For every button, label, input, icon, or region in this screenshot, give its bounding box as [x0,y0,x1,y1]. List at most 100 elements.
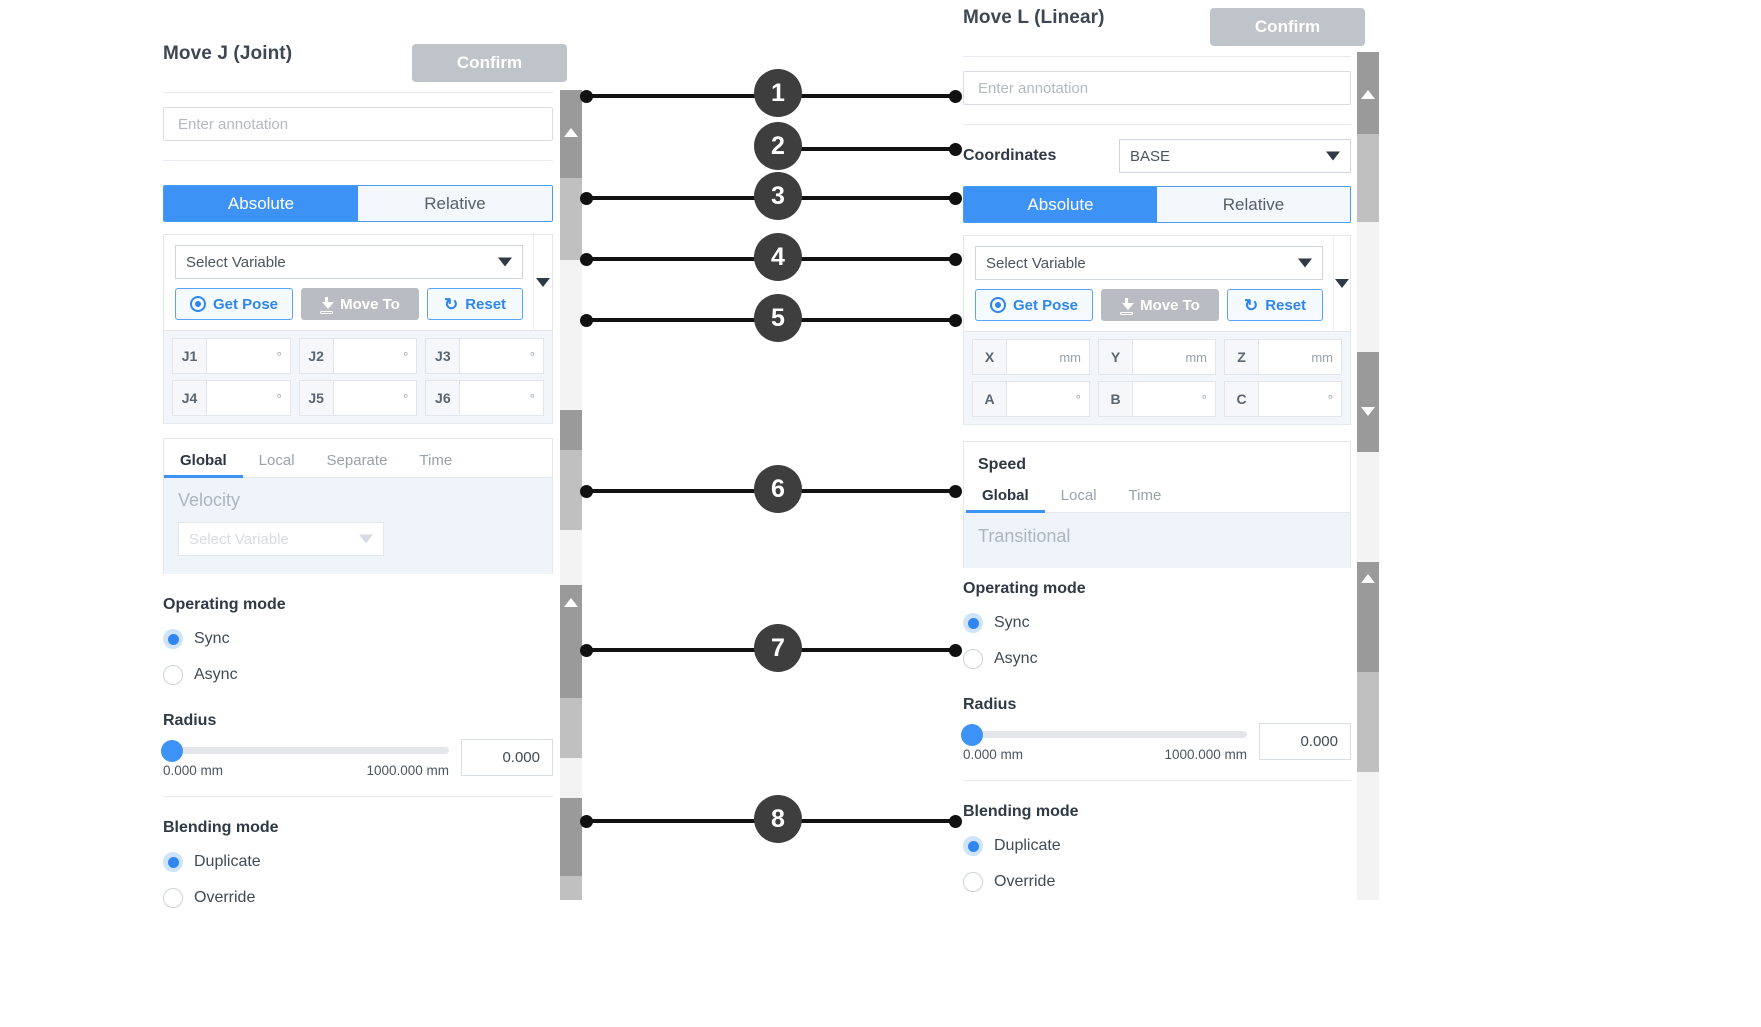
joint-field-j6[interactable]: J6 ° [425,380,544,416]
callout-dot-right-5 [949,314,962,327]
radio-override[interactable]: Override [963,872,1351,892]
scrollbar-track-middle[interactable] [560,450,582,530]
joint-field-j5[interactable]: J5 ° [298,380,418,416]
move-l-move-to-button[interactable]: Move To [1101,289,1219,321]
field-label: J2 [299,339,334,373]
tab-absolute[interactable]: Absolute [164,186,358,221]
scroll-down-arrow-icon[interactable] [1361,407,1375,416]
move-j-speed-tabs[interactable]: Global Local Separate Time [164,439,552,478]
scrollbar-thumb-upper[interactable] [560,90,582,178]
move-l-get-pose-button[interactable]: Get Pose [975,289,1093,321]
pose-field-a[interactable]: A ° [972,381,1090,417]
pose-field-c[interactable]: C ° [1224,381,1342,417]
download-icon [320,297,335,314]
chevron-down-icon [498,257,512,267]
move-l-radius-group: Radius 0.000 mm 1000.000 mm 0.000 [961,696,1351,762]
tab-time[interactable]: Time [1128,487,1162,504]
move-l-operating-mode-group: Operating mode Sync Async [963,580,1351,669]
velocity-select-value: Select Variable [189,530,289,548]
move-j-mode-segmented[interactable]: Absolute Relative [163,185,553,222]
move-j-variable-select[interactable]: Select Variable [175,245,523,279]
divider [163,796,553,797]
scrollbar-thumb-middle[interactable] [1357,352,1379,452]
tab-global[interactable]: Global [164,452,243,478]
pose-field-y[interactable]: Y mm [1098,339,1216,375]
callout-line-left-5 [586,318,761,322]
scrollbar-thumb-lower[interactable] [560,585,582,698]
radio-duplicate[interactable]: Duplicate [163,852,553,872]
radius-value-input[interactable]: 0.000 [1259,723,1351,760]
move-l-speed-tabs[interactable]: Global Local Time [964,474,1350,513]
move-l-confirm-button[interactable]: Confirm [1210,8,1365,46]
pose-field-b[interactable]: B ° [1098,381,1216,417]
move-j-annotation-input[interactable]: Enter annotation [163,107,553,141]
move-l-annotation-input[interactable]: Enter annotation [963,71,1351,105]
tab-relative[interactable]: Relative [358,186,552,221]
move-l-expand-toggle[interactable] [1333,236,1350,331]
move-l-variable-select[interactable]: Select Variable [975,246,1323,280]
move-l-header: Move L (Linear) Confirm [963,0,1365,46]
radio-async[interactable]: Async [963,649,1351,669]
callout-dot-right-7 [949,644,962,657]
joint-field-j4[interactable]: J4 ° [172,380,291,416]
radio-override[interactable]: Override [163,888,553,908]
move-j-confirm-button[interactable]: Confirm [412,44,567,82]
tab-relative[interactable]: Relative [1157,187,1350,222]
coordinates-select[interactable]: BASE [1119,139,1351,173]
radio-async[interactable]: Async [163,665,553,685]
slider-handle[interactable] [161,739,183,762]
tab-time[interactable]: Time [419,452,453,469]
move-j-panel: Move J (Joint) Confirm Enter annotation … [161,30,567,930]
radio-label: Sync [194,630,230,647]
scrollbar-track-upper[interactable] [1357,134,1379,222]
scroll-up-arrow-icon[interactable] [564,598,578,607]
scrollbar-gap [1357,452,1379,562]
scrollbar-thumb-lower[interactable] [1357,562,1379,672]
scrollbar-thumb-middle[interactable] [560,410,582,450]
move-l-panel: Move L (Linear) Confirm Enter annotation… [961,0,1365,914]
scroll-up-arrow-icon[interactable] [564,128,578,137]
scrollbar-track-lower[interactable] [560,698,582,758]
scroll-up-arrow-icon[interactable] [1361,90,1375,99]
scroll-up-arrow-icon[interactable] [1361,574,1375,583]
move-l-reset-button[interactable]: ↻ Reset [1227,289,1323,321]
field-label: J5 [299,381,334,415]
move-j-reset-button[interactable]: ↻ Reset [427,288,523,320]
scrollbar-track-bottom[interactable] [560,876,582,900]
joint-field-j2[interactable]: J2 ° [298,338,418,374]
scrollbar-track-lower[interactable] [1357,672,1379,772]
get-pose-label: Get Pose [212,295,279,313]
field-unit: ° [403,390,409,406]
tab-global[interactable]: Global [966,487,1045,513]
move-l-mode-segmented[interactable]: Absolute Relative [963,186,1351,223]
joint-field-j3[interactable]: J3 ° [425,338,544,374]
scrollbar-thumb-upper[interactable] [1357,52,1379,134]
radius-slider[interactable] [161,739,449,762]
move-j-expand-toggle[interactable] [533,235,552,330]
pose-field-z[interactable]: Z mm [1224,339,1342,375]
radio-sync[interactable]: Sync [163,629,553,649]
field-label: Z [1225,340,1259,374]
move-j-move-to-button[interactable]: Move To [301,288,419,320]
radio-duplicate[interactable]: Duplicate [963,836,1351,856]
move-j-header: Move J (Joint) Confirm [163,30,567,82]
tab-local[interactable]: Local [1060,487,1097,504]
radius-slider[interactable] [961,723,1247,746]
tab-local[interactable]: Local [258,452,295,469]
field-label: J1 [173,339,207,373]
tab-absolute[interactable]: Absolute [964,187,1157,222]
scrollbar-thumb-bottom[interactable] [560,798,582,876]
radio-sync[interactable]: Sync [963,613,1351,633]
joint-field-j1[interactable]: J1 ° [172,338,291,374]
right-panel-scrollbar[interactable] [1357,52,1379,900]
tab-separate[interactable]: Separate [326,452,388,469]
scrollbar-track-upper[interactable] [560,178,582,260]
move-j-velocity-select[interactable]: Select Variable [178,522,384,556]
blending-mode-label: Blending mode [163,819,279,836]
move-j-get-pose-button[interactable]: Get Pose [175,288,293,320]
scrollbar-gap [560,530,582,585]
radius-value-input[interactable]: 0.000 [461,739,553,776]
slider-handle[interactable] [961,723,983,746]
left-panel-scrollbar[interactable] [560,90,582,900]
pose-field-x[interactable]: X mm [972,339,1090,375]
